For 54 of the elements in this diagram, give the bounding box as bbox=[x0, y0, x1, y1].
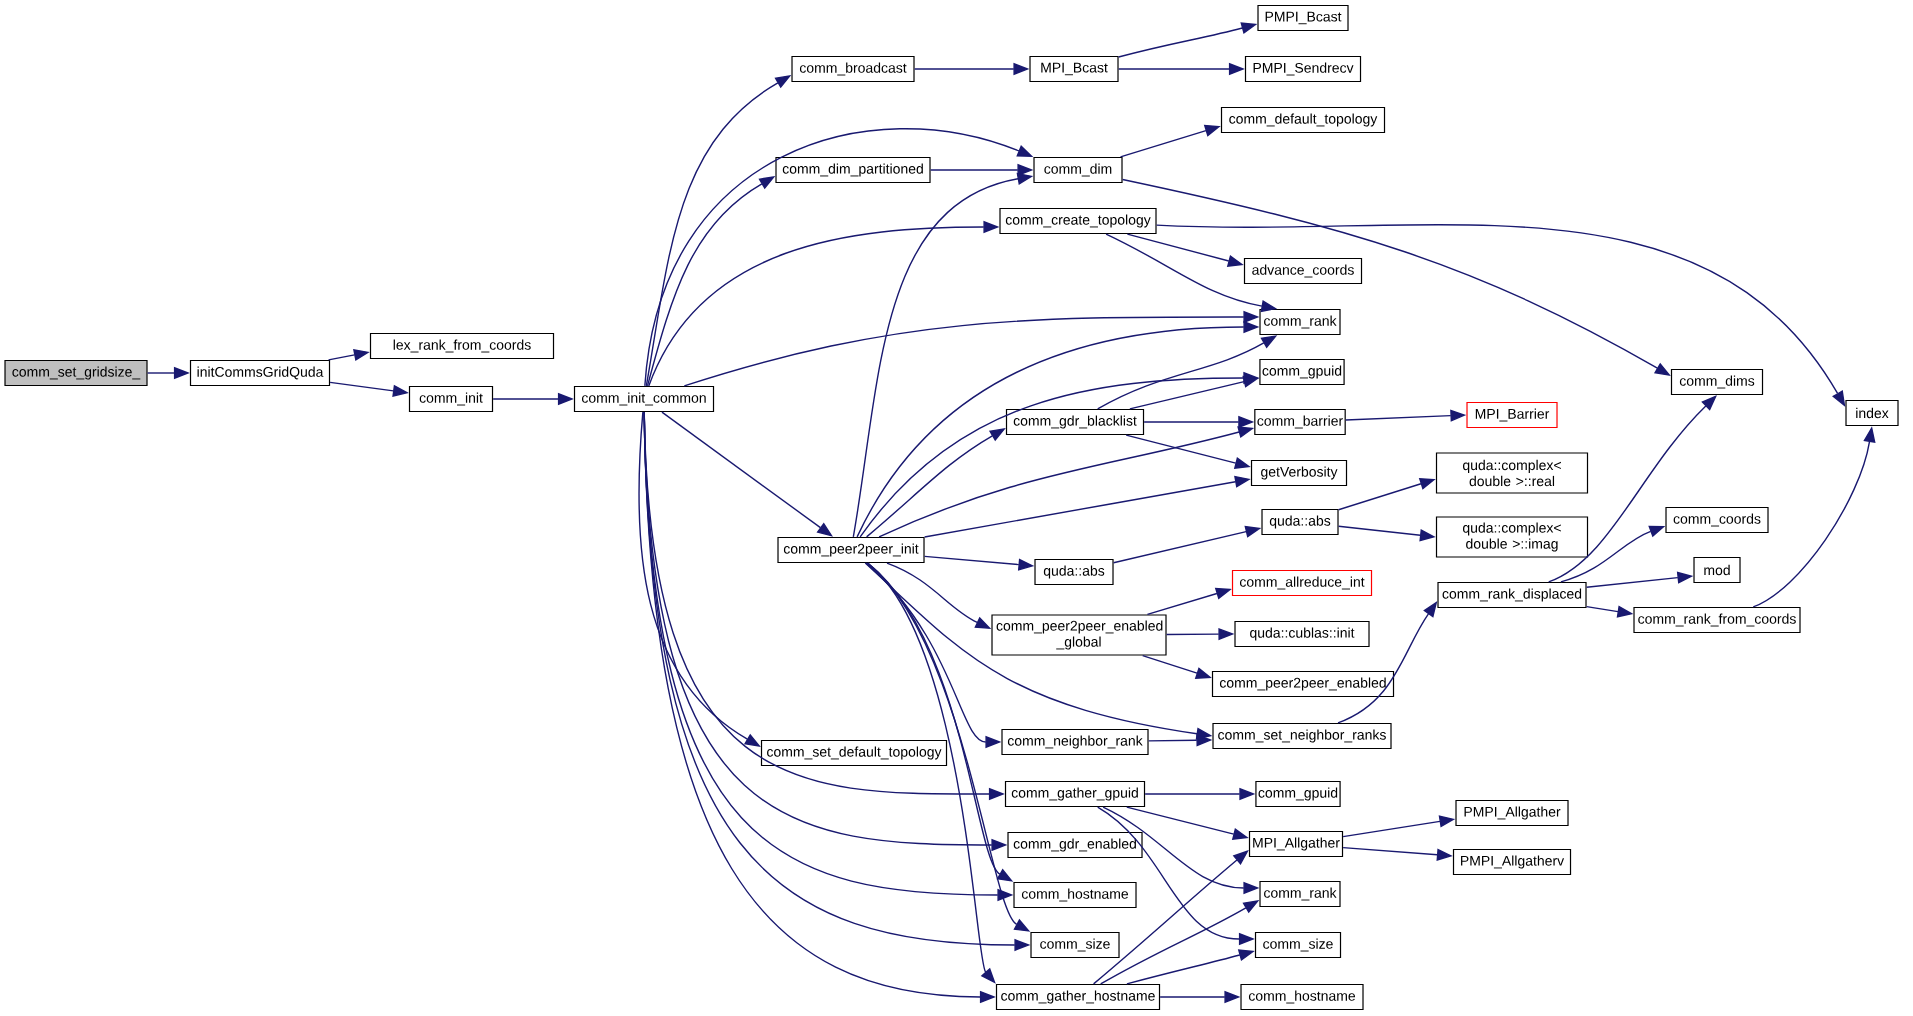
function-box: comm_size bbox=[1030, 931, 1120, 959]
function-box: comm_set_neighbor_ranks bbox=[1212, 722, 1392, 750]
function-box: quda::cublas::init bbox=[1234, 620, 1370, 648]
function-box: comm_neighbor_rank bbox=[1001, 728, 1149, 756]
function-box: comm_dim bbox=[1033, 156, 1123, 184]
function-box: MPI_Allgather bbox=[1248, 830, 1344, 858]
function-box: comm_allreduce_int bbox=[1231, 569, 1373, 597]
function-box: comm_set_default_topology bbox=[760, 739, 948, 767]
arrow bbox=[1092, 850, 1249, 985]
function-box: comm_hostname bbox=[1240, 983, 1364, 1011]
function-box: comm_rank_from_coords bbox=[1633, 606, 1801, 634]
function-box: PMPI_Sendrecv bbox=[1244, 55, 1362, 83]
function-box: quda::complex< double >::imag bbox=[1435, 516, 1589, 558]
function-box: comm_coords bbox=[1665, 506, 1769, 534]
arrow bbox=[661, 411, 833, 537]
function-box: quda::complex< double >::real bbox=[1435, 452, 1589, 494]
function-box: comm_create_topology bbox=[999, 207, 1157, 235]
function-box: mod bbox=[1693, 556, 1741, 584]
function-box: PMPI_Allgatherv bbox=[1452, 848, 1572, 876]
function-box: comm_init bbox=[408, 385, 494, 413]
function-box: comm_gpuid bbox=[1259, 358, 1345, 386]
function-box: comm_gdr_blacklist bbox=[1005, 408, 1145, 436]
function-box: comm_hostname bbox=[1013, 881, 1137, 909]
function-box: comm_rank bbox=[1259, 880, 1341, 908]
function-box: comm_size bbox=[1254, 931, 1342, 959]
function-box: comm_set_gridsize_ bbox=[4, 359, 148, 387]
function-box: comm_peer2peer_init bbox=[777, 536, 925, 564]
function-box: quda::abs bbox=[1034, 558, 1114, 586]
function-box: lex_rank_from_coords bbox=[369, 332, 555, 360]
function-box: getVerbosity bbox=[1250, 459, 1348, 487]
function-box: comm_gather_hostname bbox=[995, 983, 1161, 1011]
arrow bbox=[866, 562, 996, 984]
function-box: comm_dims bbox=[1670, 368, 1764, 396]
function-box: comm_peer2peer_enabled _global bbox=[991, 614, 1167, 656]
arrow bbox=[1548, 395, 1717, 583]
function-box: MPI_Barrier bbox=[1466, 401, 1558, 429]
function-box: MPI_Bcast bbox=[1029, 55, 1119, 83]
function-box: PMPI_Allgather bbox=[1455, 799, 1569, 827]
function-box: comm_broadcast bbox=[791, 55, 915, 83]
function-box: comm_default_topology bbox=[1220, 106, 1386, 134]
function-box: comm_peer2peer_enabled bbox=[1211, 670, 1395, 698]
function-box: advance_coords bbox=[1243, 257, 1363, 285]
function-box: comm_dim_partitioned bbox=[775, 156, 931, 184]
function-box: index bbox=[1845, 399, 1899, 427]
function-box: comm_rank_displaced bbox=[1437, 581, 1587, 609]
function-box: comm_gather_gpuid bbox=[1004, 780, 1146, 808]
function-box: comm_gdr_enabled bbox=[1007, 831, 1143, 859]
function-box: comm_barrier bbox=[1254, 408, 1346, 436]
function-box: quda::abs bbox=[1261, 508, 1339, 536]
function-box: initCommsGridQuda bbox=[189, 359, 331, 387]
function-box: comm_init_common bbox=[573, 385, 715, 413]
function-box: comm_rank bbox=[1259, 308, 1341, 336]
function-box: comm_gpuid bbox=[1255, 780, 1341, 808]
function-box: PMPI_Bcast bbox=[1257, 4, 1349, 32]
